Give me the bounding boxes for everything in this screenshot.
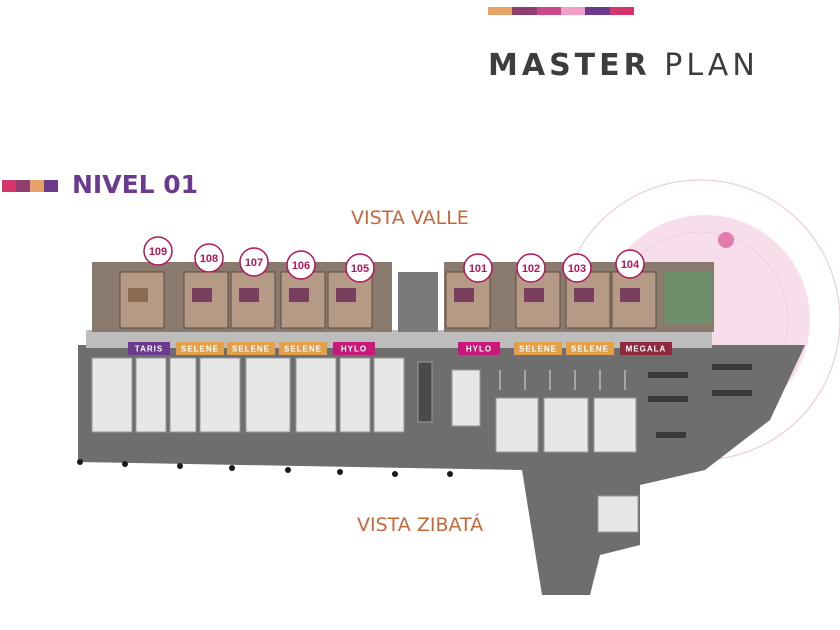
title-light: PLAN (664, 48, 759, 83)
unit-model-tag[interactable] (279, 342, 327, 355)
unit-model-name: SELENE (284, 345, 322, 354)
unit-furniture (454, 288, 474, 302)
unit-model-name: SELENE (519, 345, 557, 354)
unit-number: 101 (469, 263, 487, 275)
unit-number: 105 (351, 263, 369, 275)
unit-number-badge[interactable] (615, 249, 645, 279)
unit-model-name: HYLO (466, 345, 492, 354)
decoration-stripe (16, 180, 30, 192)
unit-number: 104 (621, 259, 640, 271)
page-title: MASTER PLAN (488, 48, 759, 83)
unit-model-tag[interactable] (566, 342, 614, 355)
level-title: NIVEL 01 (72, 170, 199, 199)
unit-furniture (239, 288, 259, 302)
unit-model-name: TARIS (135, 345, 163, 354)
decoration-stripe (512, 7, 537, 15)
unit-floorplan (611, 271, 657, 329)
unit-number-badge[interactable] (239, 247, 269, 277)
title-bold: MASTER (488, 48, 651, 83)
unit-model-tag[interactable] (176, 342, 224, 355)
unit-number: 109 (149, 246, 167, 258)
unit-number: 108 (200, 253, 218, 265)
decoration-stripe (30, 180, 44, 192)
unit-number-badge[interactable] (345, 253, 375, 283)
unit-number-badge[interactable] (286, 250, 316, 280)
decoration-stripe (585, 7, 610, 15)
unit-number: 107 (245, 257, 263, 269)
unit-furniture (524, 288, 544, 302)
unit-furniture (574, 288, 594, 302)
unit-number: 102 (522, 263, 540, 275)
unit-model-name: SELENE (181, 345, 219, 354)
unit-furniture (128, 288, 148, 302)
unit-model-tag[interactable] (620, 342, 672, 355)
decoration-stripe (488, 7, 513, 15)
unit-model-name: SELENE (571, 345, 609, 354)
view-label-bottom: VISTA ZIBATÁ (357, 514, 484, 536)
unit-number-badge[interactable] (143, 236, 173, 266)
unit-number: 106 (292, 260, 310, 272)
unit-furniture (289, 288, 309, 302)
unit-model-name: HYLO (341, 345, 367, 354)
unit-number: 103 (568, 263, 586, 275)
unit-number-badge[interactable] (562, 253, 592, 283)
level-decoration (2, 180, 58, 192)
unit-model-tag[interactable] (227, 342, 275, 355)
decoration-stripe (560, 7, 586, 15)
unit-number-badge[interactable] (463, 253, 493, 283)
unit-number-badge[interactable] (194, 243, 224, 273)
header-decoration (488, 7, 634, 15)
unit-model-tag[interactable] (514, 342, 562, 355)
unit-model-tag[interactable] (128, 342, 170, 355)
view-label-top: VISTA VALLE (351, 207, 469, 229)
unit-model-tag[interactable] (333, 342, 375, 355)
unit-furniture (192, 288, 212, 302)
unit-model-tag[interactable] (458, 342, 500, 355)
unit-furniture (620, 288, 640, 302)
decoration-stripe (536, 7, 561, 15)
unit-number-badge[interactable] (516, 253, 546, 283)
unit-furniture (336, 288, 356, 302)
decoration-stripe (2, 180, 16, 192)
decoration-stripe (609, 7, 634, 15)
decoration-stripe (44, 180, 58, 192)
unit-model-name: SELENE (232, 345, 270, 354)
unit-model-name: MEGALA (626, 345, 667, 354)
